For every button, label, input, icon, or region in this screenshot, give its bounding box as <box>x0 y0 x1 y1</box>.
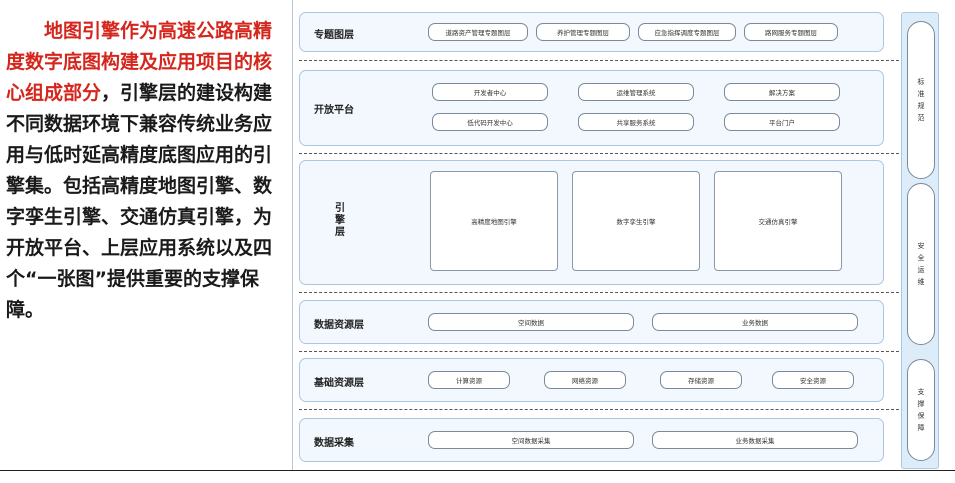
topic-item-network: 路网服务专题图层 <box>744 23 838 41</box>
collect-layer-name: 数据采集 <box>314 438 354 449</box>
data-resource-layer: 数据资源层 空间数据 业务数据 <box>299 300 884 344</box>
data-resource-name: 数据资源层 <box>314 320 364 331</box>
layer-separator <box>299 153 899 154</box>
engine-item-hd-map: 高精度地图引擎 <box>430 171 558 271</box>
sidebar-item-standards: 标准规范 <box>907 21 935 179</box>
intro-paragraph: 地图引擎作为高速公路高精度数字底图构建及应用项目的核心组成部分，引擎层的建设构建… <box>6 16 278 326</box>
topic-item-asset: 道路资产管理专题图层 <box>428 23 528 41</box>
infra-item-network: 网络资源 <box>544 371 626 389</box>
platform-item-lowcode: 低代码开发中心 <box>432 113 548 131</box>
collect-item-business: 业务数据采集 <box>652 431 858 449</box>
intro-body-text: ，引擎层的建设构建不同数据环境下兼容传统业务应用与低时延高精度底图应用的引擎集。… <box>6 82 273 321</box>
infra-layer-name: 基础资源层 <box>314 378 364 389</box>
sidebar-item-support: 支撑保障 <box>907 359 935 461</box>
layer-separator <box>299 351 899 352</box>
infra-layer: 基础资源层 计算资源 网络资源 存储资源 安全资源 <box>299 358 884 402</box>
support-sidebar: 标准规范 安全运维 支撑保障 <box>901 12 939 469</box>
platform-item-portal: 平台门户 <box>724 113 840 131</box>
platform-item-ops: 运维管理系统 <box>578 83 694 101</box>
engine-item-digital-twin: 数字孪生引擎 <box>572 171 700 271</box>
engine-layer-name: 引擎层 <box>335 203 345 238</box>
sidebar-label-support: 支撑保障 <box>917 388 925 432</box>
sidebar-label-security-ops: 安全运维 <box>917 242 925 286</box>
infra-item-compute: 计算资源 <box>428 371 510 389</box>
platform-item-share: 共享服务系统 <box>578 113 694 131</box>
topic-item-emergency: 应急指挥调度专题图层 <box>638 23 736 41</box>
open-platform-name: 开放平台 <box>314 105 354 116</box>
sidebar-label-standards: 标准规范 <box>917 78 925 122</box>
layer-separator <box>299 292 899 293</box>
collect-layer: 数据采集 空间数据采集 业务数据采集 <box>299 418 884 462</box>
layer-separator <box>299 60 899 61</box>
architecture-diagram: 专题图层 道路资产管理专题图层 养护管理专题图层 应急指挥调度专题图层 路网服务… <box>292 0 955 471</box>
sidebar-item-security-ops: 安全运维 <box>907 183 935 345</box>
layer-separator <box>299 409 899 410</box>
data-item-spatial: 空间数据 <box>428 313 634 331</box>
intro-highlight-text: 地图引擎作为高速公路高精度数字底图构建及应用项目的核心组成部分 <box>6 20 273 104</box>
data-item-business: 业务数据 <box>652 313 858 331</box>
topic-layer-name: 专题图层 <box>314 30 354 41</box>
engine-layer: 引擎层 高精度地图引擎 数字孪生引擎 交通仿真引擎 <box>299 160 884 285</box>
infra-item-storage: 存储资源 <box>660 371 742 389</box>
platform-item-developer: 开发者中心 <box>432 83 548 101</box>
engine-item-traffic-sim: 交通仿真引擎 <box>714 171 842 271</box>
collect-item-spatial: 空间数据采集 <box>428 431 634 449</box>
topic-layer: 专题图层 道路资产管理专题图层 养护管理专题图层 应急指挥调度专题图层 路网服务… <box>299 12 884 52</box>
bottom-divider <box>0 470 955 471</box>
topic-item-maintenance: 养护管理专题图层 <box>536 23 630 41</box>
infra-item-security: 安全资源 <box>772 371 854 389</box>
platform-item-solution: 解决方案 <box>724 83 840 101</box>
open-platform-layer: 开放平台 开发者中心 运维管理系统 解决方案 低代码开发中心 共享服务系统 平台… <box>299 70 884 146</box>
